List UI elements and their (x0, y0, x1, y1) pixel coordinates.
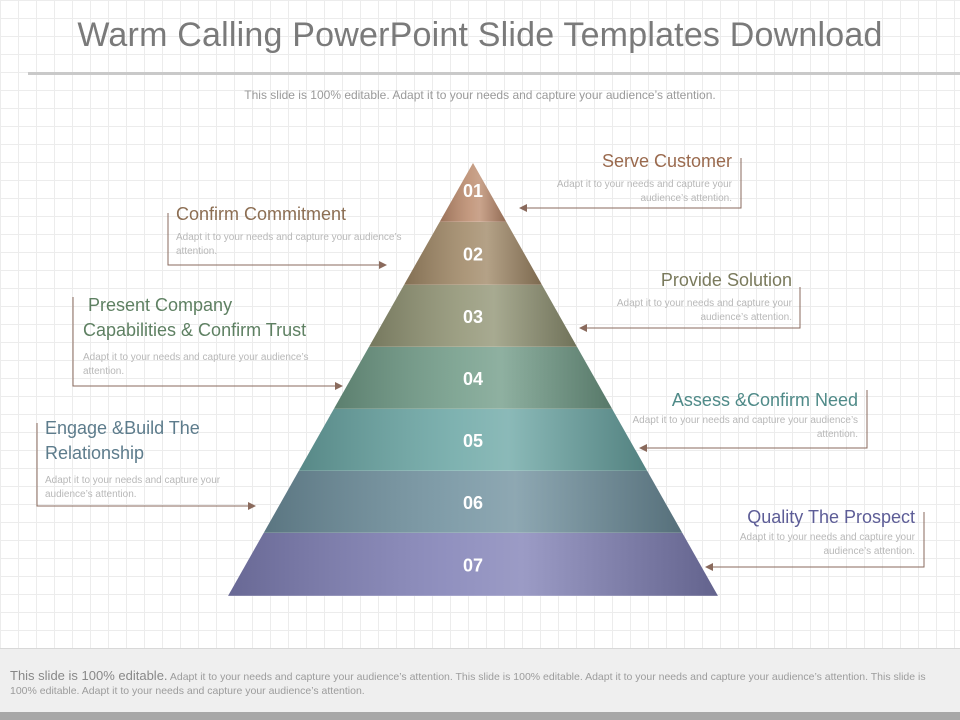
label-serve-customer-desc: Adapt it to your needs and capture your … (556, 179, 732, 204)
label-provide-solution-title: Provide Solution (660, 270, 792, 290)
label-engage-build-title-1: Engage &Build The (45, 418, 200, 438)
label-confirm-commitment-title: Confirm Commitment (176, 204, 347, 224)
connector-serve-customer (519, 158, 742, 212)
label-quality-prospect: Quality The Prospect Adapt it to your ne… (695, 505, 915, 559)
slide-subtitle: This slide is 100% editable. Adapt it to… (244, 88, 716, 102)
label-confirm-commitment: Confirm Commitment Adapt it to your need… (176, 202, 406, 259)
pyramid-layer-shine (368, 285, 578, 347)
pyramid-layer-shine (439, 163, 507, 222)
connector-quality-prospect (705, 512, 925, 571)
connector-assess-confirm (639, 390, 868, 452)
label-engage-build: Engage &Build The Relationship Adapt it … (45, 416, 275, 502)
label-assess-confirm: Assess &Confirm Need Adapt it to your ne… (630, 388, 858, 442)
pyramid-layer-number-07: 07 (463, 556, 483, 576)
label-engage-build-title-2: Relationship (45, 443, 145, 463)
footer-text: This slide is 100% editable. Adapt it to… (10, 669, 940, 698)
connector-engage-build (36, 423, 256, 510)
label-quality-prospect-title: Quality The Prospect (747, 507, 915, 527)
label-present-company: Present Company Capabilities & Confirm T… (83, 293, 363, 379)
title-divider (28, 72, 960, 75)
label-engage-build-desc: Adapt it to your needs and capture your … (45, 475, 221, 500)
bottom-bar (0, 712, 960, 720)
footer-body: Adapt it to your needs and capture your … (10, 671, 926, 697)
label-provide-solution-desc: Adapt it to your needs and capture your … (616, 298, 792, 323)
pyramid-layer-number-02: 02 (463, 245, 483, 265)
slide-title: Warm Calling PowerPoint Slide Templates … (77, 16, 883, 54)
pyramid-layer-number-01: 01 (463, 181, 483, 201)
pyramid-layer-shine (298, 409, 648, 471)
label-present-company-title-1: Present Company (83, 295, 233, 315)
pyramid-layer-number-03: 03 (463, 307, 483, 327)
label-confirm-commitment-desc: Adapt it to your needs and capture your … (176, 232, 402, 257)
pyramid-layer-shine (403, 222, 543, 285)
pyramid-layer-shine (333, 347, 613, 409)
label-assess-confirm-title: Assess &Confirm Need (671, 390, 858, 410)
pyramid-layer-number-06: 06 (463, 493, 483, 513)
pyramid-layer-number-04: 04 (463, 369, 483, 389)
connector-present-company (72, 297, 343, 390)
footer-panel: This slide is 100% editable. Adapt it to… (0, 648, 960, 713)
pyramid-layer-shine (263, 471, 683, 533)
label-provide-solution: Provide Solution Adapt it to your needs … (570, 268, 792, 325)
connector-confirm-commitment (167, 213, 387, 269)
connector-provide-solution (579, 287, 801, 332)
label-serve-customer-title: Serve Customer (601, 151, 732, 171)
footer-lead: This slide is 100% editable. (10, 668, 168, 683)
pyramid-layer-shine (228, 533, 718, 596)
label-assess-confirm-desc: Adapt it to your needs and capture your … (632, 415, 858, 440)
label-quality-prospect-desc: Adapt it to your needs and capture your … (739, 532, 915, 557)
label-present-company-title-2: Capabilities & Confirm Trust (83, 320, 307, 340)
pyramid-layer-number-05: 05 (463, 431, 483, 451)
label-present-company-desc: Adapt it to your needs and capture your … (83, 352, 309, 377)
label-serve-customer: Serve Customer Adapt it to your needs an… (510, 149, 732, 206)
